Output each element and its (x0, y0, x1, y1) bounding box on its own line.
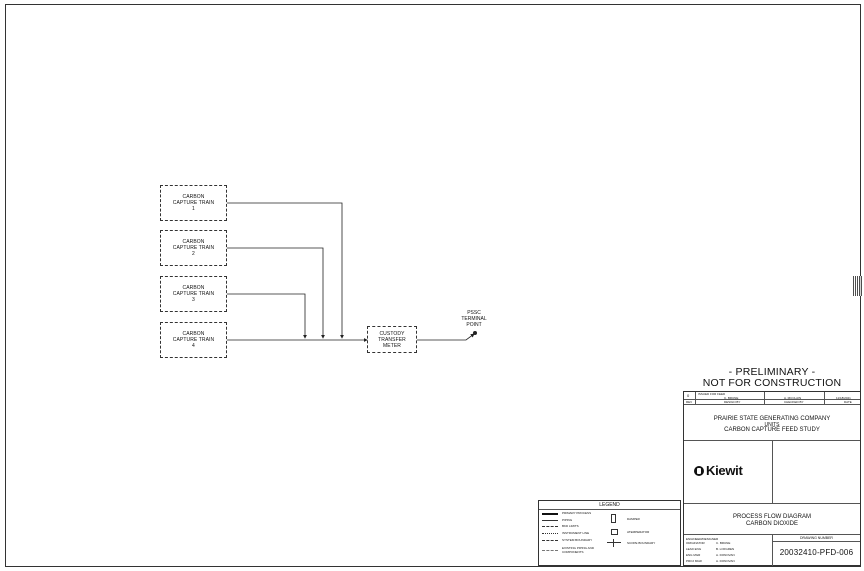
train-number: 2 (192, 251, 195, 257)
train-label: CAPTURE TRAIN (172, 291, 215, 297)
flow-line-train-3 (227, 293, 307, 339)
preliminary-stamp: - PRELIMINARY - NOT FOR CONSTRUCTION (684, 367, 860, 389)
flow-line-to-terminal (417, 333, 475, 341)
title-block: 0 ISSUED FOR FEED C. BRUNE A. MCCLAIN 11… (683, 391, 861, 566)
train-label: CARBON (182, 331, 205, 337)
train-label: CARBON (182, 194, 205, 200)
drawing-title-block: PROCESS FLOW DIAGRAM CARBON DIOXIDE (684, 504, 860, 535)
meter-label: METER (383, 342, 401, 349)
company-name: PRAIRIE STATE GENERATING COMPANY (713, 416, 831, 422)
study-name: CARBON CAPTURE FEED STUDY (724, 426, 820, 433)
meter-label: TRANSFER (378, 336, 406, 343)
flow-line-train-2 (227, 247, 325, 339)
stamp-line: - PRELIMINARY - (728, 366, 816, 378)
kiewit-logo: Kiewit (694, 463, 743, 478)
train-number: 3 (192, 297, 195, 303)
revision-header-row: REV DESIGN BY CHECKED BY DATE (684, 400, 860, 405)
drawing-subtitle: CARBON DIOXIDE (745, 521, 798, 527)
flow-line-train-1 (227, 202, 344, 339)
train-label: CARBON (182, 285, 205, 291)
drawing-number: 20032410-PFD-006 (779, 548, 854, 557)
legend: LEGEND PRIMARY PROCESS PIPING BKD LIMITS… (538, 500, 681, 566)
train-label: CAPTURE TRAIN (172, 245, 215, 251)
train-label: CARBON (182, 239, 205, 245)
train-number: 4 (192, 343, 195, 349)
qr-code-icon (853, 276, 862, 296)
stamp-line: NOT FOR CONSTRUCTION (702, 377, 842, 389)
legend-title: LEGEND (539, 502, 680, 510)
logo-block: Kiewit (684, 441, 860, 504)
drawing-number-block: DRAWING NUMBER 20032410-PFD-006 (773, 535, 860, 566)
units-label: UNITS (764, 421, 780, 428)
train-label: CAPTURE TRAIN (172, 337, 215, 343)
atemperator-icon (611, 529, 618, 535)
damper-icon (611, 514, 616, 523)
revision-row: 0 ISSUED FOR FEED C. BRUNE A. MCCLAIN 11… (684, 392, 860, 400)
kiewit-logo-icon (694, 465, 704, 476)
project-block: PRAIRIE STATE GENERATING COMPANY UNITS C… (684, 405, 860, 441)
train-number: 1 (192, 206, 195, 212)
meter-label: CUSTODY (379, 330, 405, 337)
train-label: CAPTURE TRAIN (172, 200, 215, 206)
signoff-block: ENGINEER/DESIGNER ORIGINATOR C. BRUNE LE… (686, 537, 735, 563)
terminal-point-symbol (473, 331, 477, 335)
drawing-title: PROCESS FLOW DIAGRAM (732, 514, 811, 520)
terminal-point-label: PSSC TERMINAL POINT (461, 310, 487, 328)
scope-boundary-icon (607, 542, 621, 543)
